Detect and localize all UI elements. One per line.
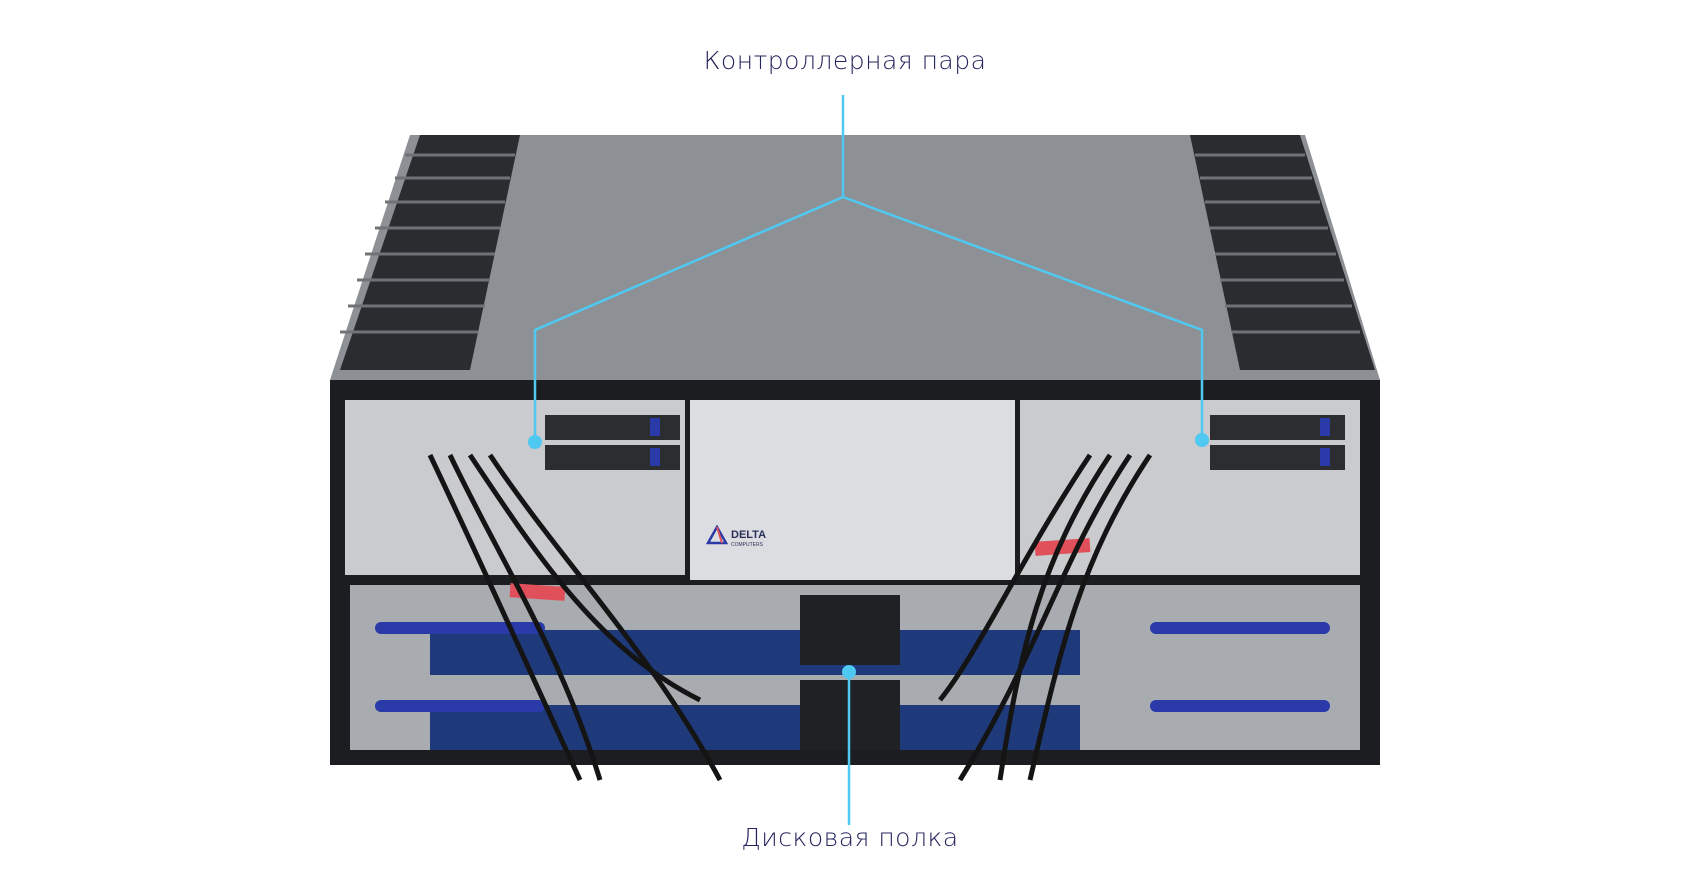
svg-text:COMPUTERS: COMPUTERS [731,542,764,548]
controller-pair-callout [533,95,1204,442]
svg-text:DELTA: DELTA [731,529,766,541]
callout-dot-bottom [842,665,856,679]
chassis-front [330,380,1380,782]
callout-dot-left [528,435,542,449]
controller-pair-label: Контроллерная пара [703,46,987,75]
callout-dot-right [1195,433,1209,447]
delta-computers-logo: DELTA COMPUTERS [705,524,766,548]
chassis-top [330,135,1380,380]
disk-shelf-label: Дисковая полка [741,823,959,852]
